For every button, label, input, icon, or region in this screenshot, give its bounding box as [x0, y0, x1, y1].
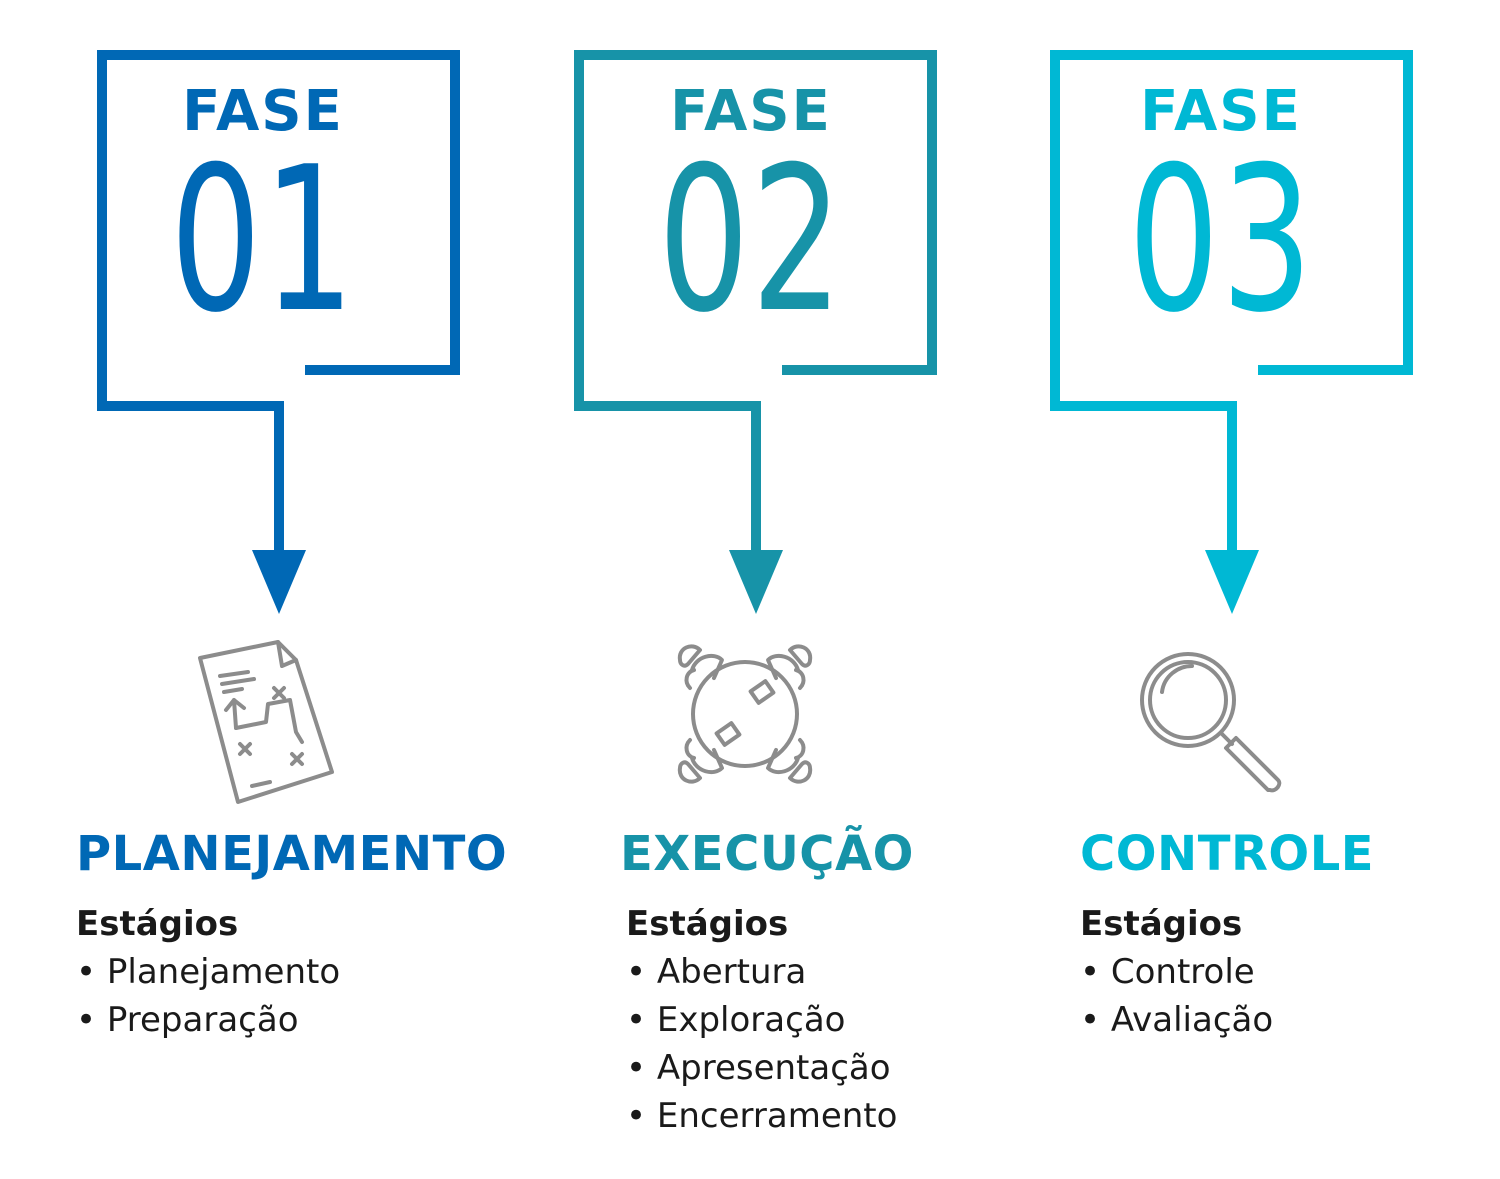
- frame-outline: [97, 50, 460, 555]
- stages-heading: Estágios: [626, 904, 789, 944]
- stage-item: Encerramento: [626, 1092, 898, 1140]
- fase-label: FASE: [182, 79, 344, 144]
- stage-item: Controle: [1080, 948, 1273, 996]
- arrow-head: [1205, 550, 1259, 614]
- arrow-head: [729, 550, 783, 614]
- stage-item: Avaliação: [1080, 996, 1273, 1044]
- frame-outline: [574, 50, 937, 555]
- stages-heading: Estágios: [1080, 904, 1243, 944]
- stage-item: Apresentação: [626, 1044, 897, 1092]
- map-plan-icon: [198, 640, 334, 804]
- fase-number: 03: [1127, 124, 1315, 357]
- magnifying-glass-icon: [1140, 652, 1282, 793]
- team-collaboration-icon: [677, 644, 813, 784]
- stage-item: Planejamento: [76, 948, 340, 996]
- phase-frame-arrow: [574, 50, 937, 614]
- fase-label: FASE: [670, 79, 832, 144]
- fase-number: 02: [657, 124, 845, 357]
- phase-title: EXECUÇÃO: [620, 826, 914, 882]
- arrow-head: [252, 550, 306, 614]
- frame-outline: [1050, 50, 1413, 555]
- stages-list: Estágios Planejamento Preparação: [76, 900, 340, 1044]
- phase-frame-arrow: [1050, 50, 1413, 614]
- phase-frame-arrow: [97, 50, 460, 614]
- stages-list: Estágios Controle Avaliação: [1080, 900, 1273, 1044]
- stage-item: Preparação: [76, 996, 340, 1044]
- stages-heading: Estágios: [76, 904, 239, 944]
- phase-01: FASE 01 PLANEJAMENTO Estágios Planejamen…: [0, 0, 507, 1179]
- phase-title: CONTROLE: [1080, 826, 1375, 882]
- stage-item: Exploração: [626, 996, 897, 1044]
- fase-number: 01: [169, 124, 357, 357]
- stage-item: Abertura: [626, 948, 897, 996]
- stages-list: Estágios Abertura Exploração Apresentaçã…: [626, 900, 897, 1140]
- phase-title: PLANEJAMENTO: [76, 826, 508, 882]
- phase-03: FASE 03 CONTROLE Estágios Controle Avali…: [980, 0, 1500, 1179]
- fase-label: FASE: [1140, 79, 1302, 144]
- phase-02: FASE 02 EXECUÇÃO Estágios Abertura Explo…: [500, 0, 980, 1179]
